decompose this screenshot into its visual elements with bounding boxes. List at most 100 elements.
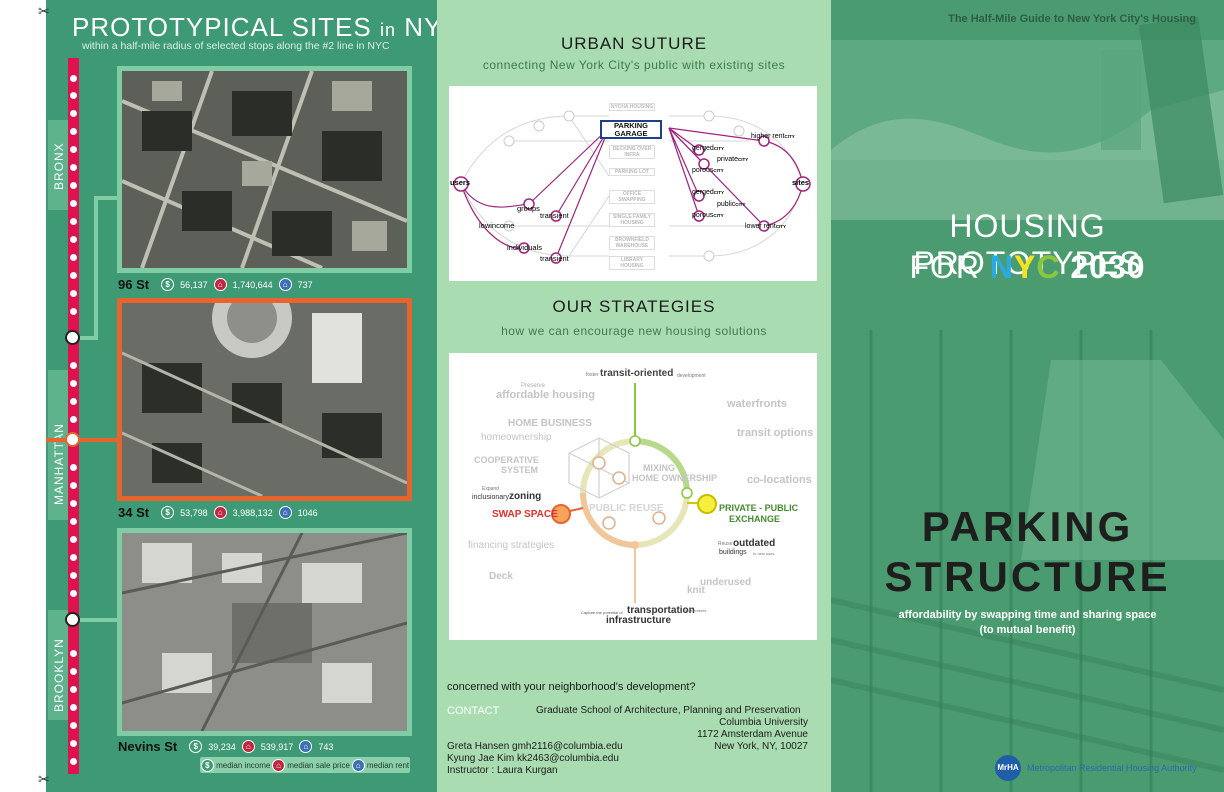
subway-stop-dot [70,362,77,369]
site-name-34st: 34 St [118,505,150,520]
mrha-name: Metropolitan Residential Housing Authori… [1027,763,1197,773]
housing-prototypes-line-1: HOUSING PROTOTYPES [913,208,1142,281]
condition-label: lower rentCITY [745,223,786,230]
subway-stop-dot [70,146,77,153]
city-tag: CITY [713,168,724,173]
subway-stop-dot [70,92,77,99]
stop-34st-marker[interactable] [65,432,80,447]
site-name-nevins: Nevins St [118,739,178,754]
node-transient-2: transient [540,254,569,263]
aerial-image-34st [122,303,407,496]
strategy-expand: Expand [482,486,499,492]
parking-heading: PARKING [921,503,1134,550]
manhattan-band [48,370,68,520]
subway-stop-dot [70,536,77,543]
condition-label: privateCITY [717,156,748,163]
tagline-line-1: affordability by swapping time and shari… [898,609,1157,621]
subway-stop-dot [70,416,77,423]
apartment-icon: ⌂ [278,506,292,519]
dollar-icon: $ [189,740,203,753]
urban-suture-title: URBAN SUTURE [560,34,708,53]
suture-network [453,110,811,264]
subway-stop-dot [70,722,77,729]
house-icon: ⌂ [241,740,255,753]
dollar-icon: $ [200,758,214,772]
condition-label: gergedCITY [692,189,724,196]
median-income-nevins: 39,234 [208,741,236,752]
urban-suture-diagram: users groups lowincome individuals trans… [449,86,817,281]
condition-text: private [717,156,739,163]
typology-box: SINGLE FAMILY HOUSING [609,213,655,227]
typology-box: NYCHA HOUSING [609,103,655,111]
strategy-financing: financing strategies [468,540,555,551]
strategy-homeownership: homeownership [481,432,552,443]
node-groups: groups [517,204,540,213]
address-line-3: 1172 Amsterdam Avenue [697,729,808,740]
median-sale-34st: 3,988,132 [232,507,273,518]
dollar-icon: $ [161,506,175,519]
aerial-tile-34st[interactable] [117,298,412,501]
strategy-investments: investments [685,608,707,613]
aerial-image-nevins [122,533,407,731]
strategy-mixing1: MIXING [643,463,676,473]
strategy-system: SYSTEM [501,465,539,475]
strategy-inclusionary: inclusionary [472,494,509,501]
typology-box: LIBRARY HOUSING [609,256,655,270]
condition-label: porousCITY [692,167,724,174]
strategy-preserve: Preserve [521,383,546,389]
housing-prototypes-line-2: FOR NYC 2030 [909,249,1146,285]
condition-text: porous [692,212,714,219]
subway-stop-dot [70,740,77,747]
city-tag: CITY [713,146,725,151]
condition-text: gerged [692,189,714,196]
condition-text: higher rent [751,133,785,140]
subway-stop-dot [70,308,77,315]
node-lowincome: lowincome [479,221,515,230]
strategy-buildings: buildings [719,549,747,556]
stop-nevins-marker[interactable] [65,612,80,627]
house-icon: ⌂ [213,506,227,519]
aerial-tile-nevins[interactable] [117,528,412,736]
typology-box: OFFICE SWAPPING [609,190,655,204]
subway-stop-dot [70,686,77,693]
house-icon: ⌂ [213,278,227,291]
house-icon: ⌂ [272,758,286,772]
strategy-underused: underused [700,577,752,588]
brooklyn-band [48,610,68,720]
subway-stop-dot [70,572,77,579]
concern-question: concerned with your neighborhood's devel… [447,681,696,693]
strategy-development: development [677,373,706,379]
legend-income: $ median income [200,758,270,772]
legend-rent: ⌂ median rent [351,758,409,772]
stop-96st-marker[interactable] [65,330,80,345]
page-subtitle: within a half-mile radius of selected st… [82,40,390,52]
structure-heading: STRUCTURE [884,553,1171,600]
strategy-outdated: outdated [733,538,776,549]
aerial-tile-96st[interactable] [117,66,412,273]
strategy-waterfronts: waterfronts [727,398,787,410]
subway-stop-dot [70,290,77,297]
subway-stop-dot [70,482,77,489]
contact-person-1[interactable]: Greta Hansen gmh2116@columbia.edu [447,741,623,752]
apartment-icon: ⌂ [299,740,313,753]
left-panel: ✂ ✂ PROTOTYPICAL SITES in NYC within a h… [0,0,461,792]
subway-stop-dot [70,236,77,243]
median-sale-nevins: 539,917 [260,741,294,752]
subway-stop-dot [70,128,77,135]
tagline-line-2: (to mutual benefit) [979,624,1076,636]
strategy-home-business: HOME BUSINESS [508,418,592,429]
city-tag: CITY [738,157,749,162]
contact-person-2[interactable]: Kyung Jae Kim kk2463@columbia.edu [447,753,619,764]
strategy-transit-oriented: transit-oriented [600,368,674,379]
typology-box: PARKING GARAGE [613,121,649,138]
node-individuals: individuals [507,243,543,252]
strategy-reuse: Reuse [718,541,733,547]
subway-stop-dot [70,464,77,471]
mrha-logo: MrHA [995,755,1021,781]
strategy-affordable-housing: affordable housing [496,389,595,401]
address-line-1: Graduate School of Architecture, Plannin… [536,705,801,716]
stats-legend: $ median income ⌂ median sale price ⌂ me… [200,757,410,773]
contact-label[interactable]: CONTACT [447,705,500,717]
subway-stop-dot [70,380,77,387]
strategy-co-locations: co-locations [747,474,812,486]
